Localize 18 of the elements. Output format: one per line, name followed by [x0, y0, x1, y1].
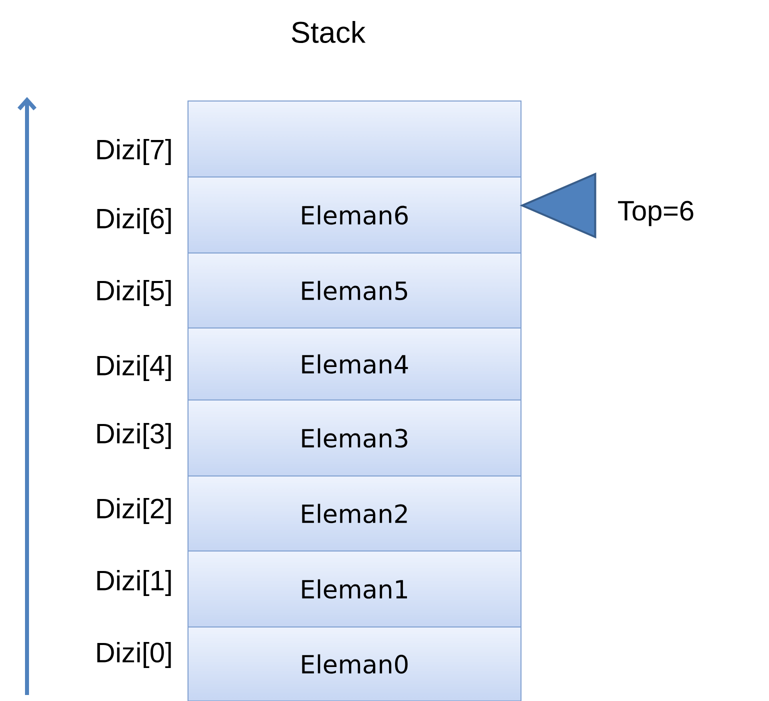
index-label: Dizi[4]	[97, 354, 171, 382]
index-label: Dizi[6]	[97, 208, 171, 234]
stack-cell: Eleman3	[188, 400, 522, 476]
index-label: Dizi[2]	[97, 498, 171, 524]
empty-stack-cell	[188, 100, 522, 178]
index-label: Dizi[0]	[97, 642, 171, 668]
stack-cell: Eleman5	[188, 252, 522, 328]
pointer-label: Top=6	[618, 200, 694, 226]
title: Stack	[292, 20, 366, 44]
stack-cell: Eleman0	[188, 626, 522, 701]
index-label: Dizi[1]	[97, 570, 171, 596]
index-label: Dizi[5]	[97, 280, 171, 306]
index-label: Dizi[3]	[97, 422, 171, 450]
stack-cell: Eleman1	[188, 550, 522, 628]
index-label: Dizi[7]	[97, 138, 171, 166]
stack-cell: Eleman2	[188, 476, 522, 552]
stack-cell: Eleman6	[188, 176, 522, 254]
stack-cell: Eleman4	[188, 328, 522, 400]
